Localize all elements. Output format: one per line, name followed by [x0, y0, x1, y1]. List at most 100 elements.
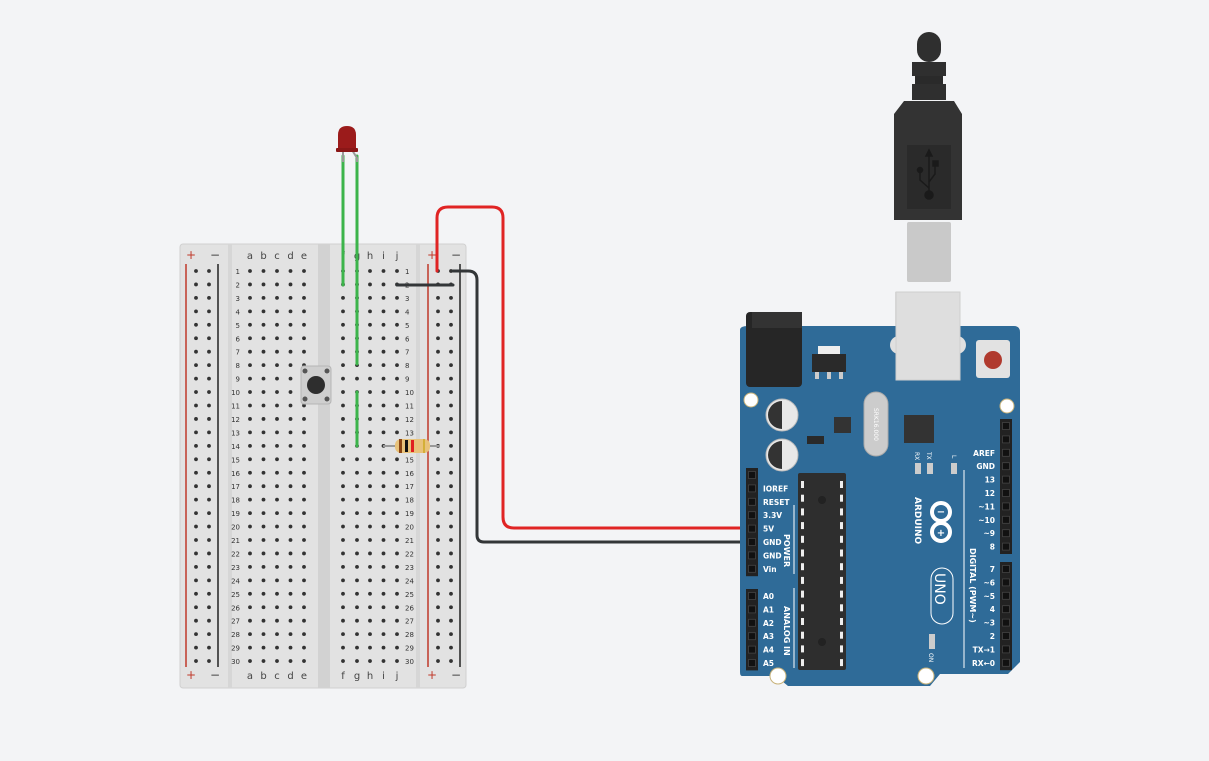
- breadboard-hole[interactable]: [381, 363, 386, 368]
- breadboard-hole[interactable]: [368, 430, 372, 435]
- breadboard-hole[interactable]: [368, 309, 372, 314]
- header-pin[interactable]: [748, 645, 756, 654]
- rail-hole[interactable]: [207, 336, 211, 341]
- rail-hole[interactable]: [436, 511, 440, 515]
- breadboard-hole[interactable]: [275, 363, 279, 368]
- rail-hole[interactable]: [207, 363, 211, 368]
- breadboard-hole[interactable]: [275, 470, 279, 475]
- breadboard-hole[interactable]: [261, 538, 266, 542]
- breadboard-hole[interactable]: [261, 349, 266, 354]
- breadboard-hole[interactable]: [302, 659, 306, 663]
- breadboard-hole[interactable]: [248, 443, 252, 448]
- header-pin[interactable]: [1002, 422, 1010, 430]
- rail-hole[interactable]: [436, 309, 440, 314]
- breadboard-hole[interactable]: [355, 605, 359, 610]
- breadboard-hole[interactable]: [261, 659, 266, 663]
- breadboard-hole[interactable]: [355, 632, 359, 637]
- rail-hole[interactable]: [194, 363, 198, 368]
- rail-hole[interactable]: [436, 417, 440, 421]
- breadboard-hole[interactable]: [261, 511, 266, 515]
- breadboard-hole[interactable]: [381, 484, 386, 489]
- breadboard-hole[interactable]: [261, 322, 266, 327]
- rail-hole[interactable]: [207, 511, 211, 515]
- breadboard-hole[interactable]: [275, 457, 279, 462]
- breadboard-hole[interactable]: [355, 484, 359, 489]
- breadboard-hole[interactable]: [288, 484, 293, 489]
- breadboard-hole[interactable]: [381, 538, 386, 542]
- breadboard-hole[interactable]: [275, 645, 279, 650]
- breadboard-hole[interactable]: [395, 591, 399, 596]
- breadboard-hole[interactable]: [381, 645, 386, 650]
- rail-hole[interactable]: [207, 659, 211, 663]
- breadboard-hole[interactable]: [248, 497, 252, 502]
- breadboard-hole[interactable]: [341, 659, 345, 663]
- rail-hole[interactable]: [207, 430, 211, 435]
- breadboard-hole[interactable]: [261, 309, 266, 314]
- rail-hole[interactable]: [207, 551, 211, 556]
- breadboard-hole[interactable]: [368, 349, 372, 354]
- breadboard-hole[interactable]: [355, 470, 359, 475]
- breadboard-hole[interactable]: [381, 618, 386, 623]
- breadboard-hole[interactable]: [261, 376, 266, 381]
- breadboard-hole[interactable]: [395, 336, 399, 341]
- breadboard-hole[interactable]: [395, 376, 399, 381]
- breadboard-hole[interactable]: [381, 376, 386, 381]
- rail-hole[interactable]: [449, 511, 453, 515]
- breadboard-hole[interactable]: [275, 430, 279, 435]
- breadboard-hole[interactable]: [341, 363, 345, 368]
- breadboard-hole[interactable]: [261, 551, 266, 556]
- breadboard-hole[interactable]: [248, 565, 252, 569]
- breadboard-hole[interactable]: [261, 605, 266, 610]
- breadboard-hole[interactable]: [248, 551, 252, 556]
- breadboard-hole[interactable]: [368, 497, 372, 502]
- rail-hole[interactable]: [194, 390, 198, 394]
- rail-hole[interactable]: [194, 659, 198, 663]
- breadboard-hole[interactable]: [288, 591, 293, 596]
- breadboard-hole[interactable]: [368, 282, 372, 287]
- rail-hole[interactable]: [207, 565, 211, 569]
- breadboard-hole[interactable]: [381, 336, 386, 341]
- breadboard-hole[interactable]: [355, 565, 359, 569]
- header-pin[interactable]: [1002, 632, 1010, 640]
- breadboard-hole[interactable]: [341, 605, 345, 610]
- breadboard-hole[interactable]: [261, 296, 266, 300]
- breadboard-hole[interactable]: [302, 618, 306, 623]
- breadboard-hole[interactable]: [248, 296, 252, 300]
- breadboard-hole[interactable]: [341, 296, 345, 300]
- breadboard-hole[interactable]: [341, 565, 345, 569]
- header-pin[interactable]: [748, 538, 756, 546]
- rail-hole[interactable]: [436, 565, 440, 569]
- breadboard-hole[interactable]: [368, 632, 372, 637]
- rail-hole[interactable]: [207, 578, 211, 583]
- breadboard-hole[interactable]: [341, 511, 345, 515]
- rail-hole[interactable]: [194, 632, 198, 637]
- rail-hole[interactable]: [436, 538, 440, 542]
- rail-hole[interactable]: [194, 470, 198, 475]
- rail-hole[interactable]: [436, 605, 440, 610]
- breadboard-hole[interactable]: [261, 645, 266, 650]
- breadboard-hole[interactable]: [341, 336, 345, 341]
- breadboard-hole[interactable]: [395, 618, 399, 623]
- breadboard-hole[interactable]: [248, 484, 252, 489]
- breadboard-hole[interactable]: [261, 618, 266, 623]
- breadboard-hole[interactable]: [302, 538, 306, 542]
- rail-hole[interactable]: [207, 618, 211, 623]
- rail-hole[interactable]: [207, 645, 211, 650]
- breadboard-hole[interactable]: [275, 551, 279, 556]
- breadboard-hole[interactable]: [395, 511, 399, 515]
- breadboard-hole[interactable]: [368, 645, 372, 650]
- breadboard-hole[interactable]: [261, 363, 266, 368]
- breadboard-hole[interactable]: [288, 497, 293, 502]
- rail-hole[interactable]: [194, 605, 198, 610]
- breadboard-hole[interactable]: [368, 605, 372, 610]
- breadboard-hole[interactable]: [288, 605, 293, 610]
- breadboard-hole[interactable]: [275, 403, 279, 408]
- rail-hole[interactable]: [207, 282, 211, 287]
- breadboard-hole[interactable]: [395, 470, 399, 475]
- breadboard-hole[interactable]: [248, 470, 252, 475]
- rail-hole[interactable]: [207, 309, 211, 314]
- breadboard-hole[interactable]: [302, 497, 306, 502]
- breadboard-hole[interactable]: [381, 524, 386, 529]
- breadboard-hole[interactable]: [368, 390, 372, 394]
